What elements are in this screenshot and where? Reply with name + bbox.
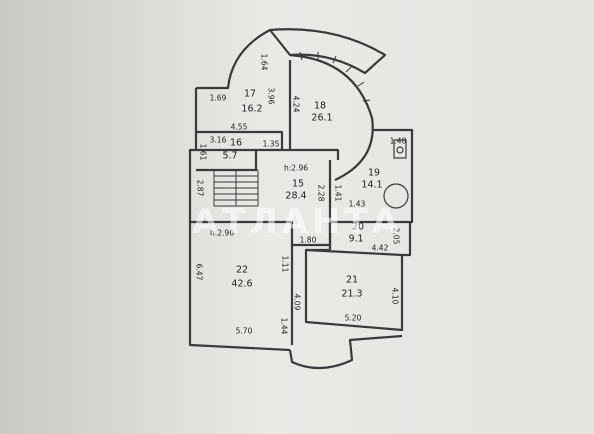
dim-5-70: 5.70 [235,326,253,336]
wall-corridor [256,148,340,160]
stairs [213,169,259,207]
dim-1-80: 1.80 [299,235,317,245]
dim-4-09: 4.09 [292,293,302,311]
arc-window-ticks [299,51,371,102]
dim-4-42: 4.42 [371,243,389,253]
room-20-area: 9.1 [348,233,364,245]
room-20-number: 20 [351,221,365,233]
room-18-area: 26.1 [311,112,333,124]
dim-3-16: 3.16 [209,135,227,145]
room-15-area: 28.4 [285,190,307,202]
wall-bottom-right [288,334,403,370]
wall-room17-bottom [196,130,284,150]
dim-2-87: 2.87 [195,179,205,197]
dim-1-11: 1.11 [280,255,290,273]
fixture-circle-icon [383,183,409,209]
room-15-number: 15 [291,178,305,190]
watermark-logo: АТЛАНТА [191,202,403,242]
dim-1-48: 1.48 [389,136,407,146]
dim-h-2-96: h:2.96 [284,163,308,173]
room-17-area: 16.2 [241,103,263,115]
fixture-rect-icon [393,139,407,159]
dim-2-28: 2.28 [316,184,326,202]
dim-3-96: 3.96 [266,87,276,105]
room-16-number: 16 [229,137,243,149]
dim-1-43: 1.43 [348,199,366,209]
room-16-area: 5.7 [222,150,238,162]
wall-outline-upper [188,88,291,352]
room-19-area: 14.1 [361,179,383,191]
wall-top-left [196,29,271,90]
room-22-number: 22 [235,264,249,276]
dim-1-44: 1.44 [279,317,289,335]
dim-1-41: 1.41 [333,184,343,202]
dim-1-64: 1.64 [259,53,269,71]
room-21-area: 21.3 [341,288,363,300]
wall-right-top [330,128,414,224]
dim-4-10: 4.10 [390,287,400,305]
dim-1-35: 1.35 [262,139,280,149]
wall-arc-18 [289,53,374,181]
dim-5-20: 5.20 [344,313,362,323]
wall-room21-top [305,248,403,257]
dim-h-2-96-lower: h:2.96 [210,228,234,238]
dim-4-55: 4.55 [230,122,248,132]
dim-6-47: 6.47 [194,263,204,281]
room-22-area: 42.6 [231,278,253,290]
room-18-number: 18 [313,100,327,112]
dim-4-24: 4.24 [291,95,301,113]
room-17-number: 17 [243,88,257,100]
room-21-number: 21 [345,274,359,286]
wall-room22-top [190,220,330,247]
wall-arc-top [268,28,387,75]
dim-1-61: 1.61 [198,143,208,161]
room-19-number: 19 [367,167,381,179]
dim-1-69: 1.69 [209,93,227,103]
